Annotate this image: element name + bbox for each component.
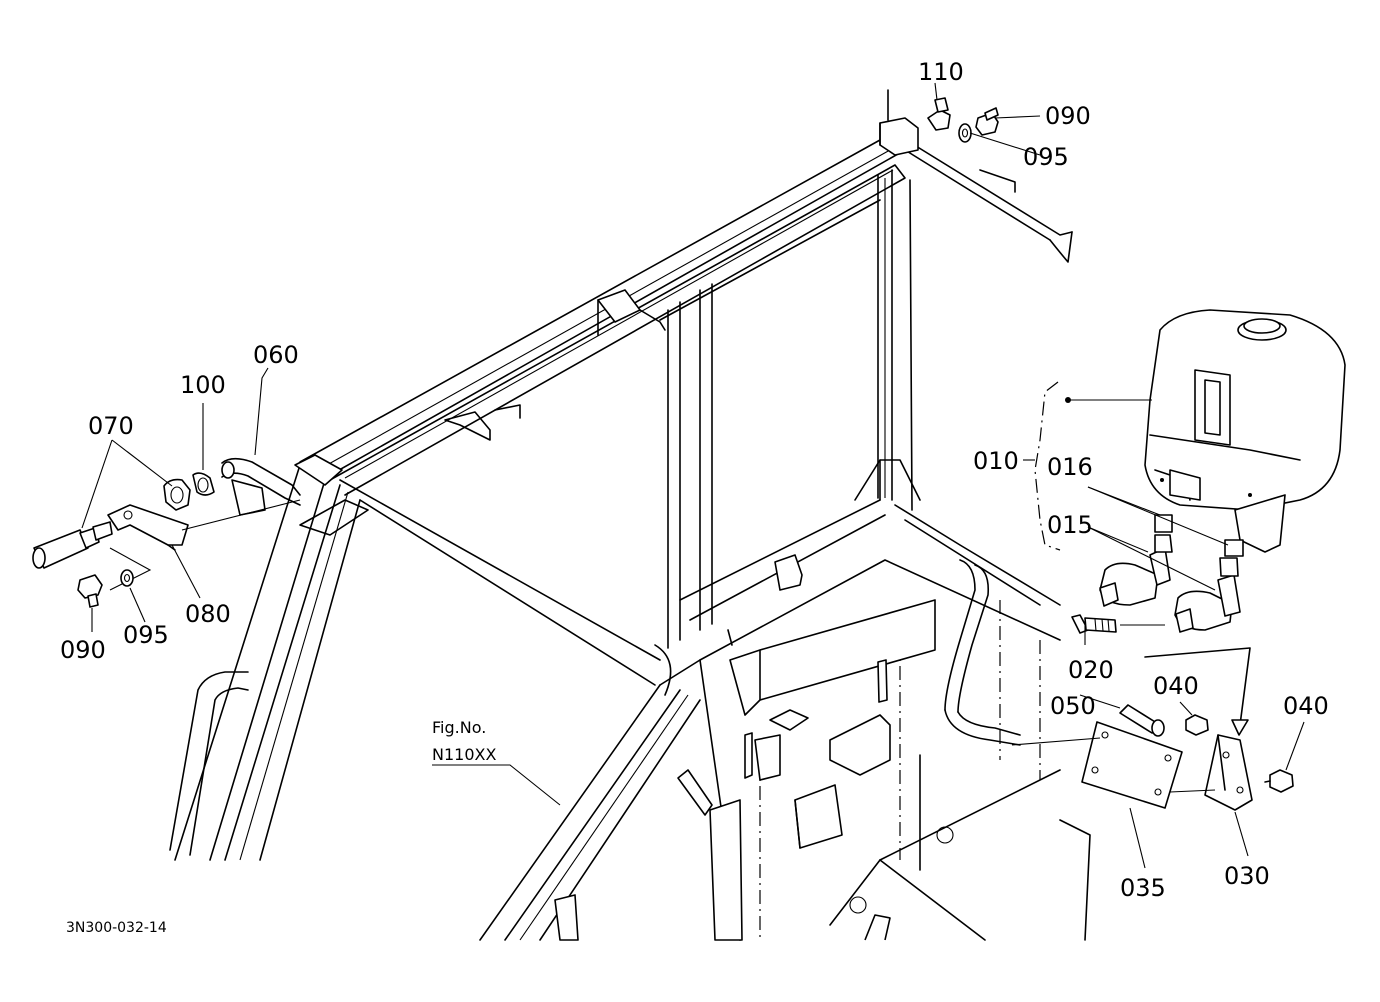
- label-070: 070: [88, 412, 134, 440]
- washer-tank-010: [1144, 309, 1346, 553]
- label-016: 016: [1047, 453, 1093, 481]
- label-090-top: 090: [1045, 102, 1091, 130]
- washer-pumps: [1071, 514, 1244, 634]
- label-080: 080: [185, 600, 231, 628]
- cab-frame: [169, 89, 1091, 941]
- label-095-left: 095: [123, 621, 169, 649]
- label-030: 030: [1224, 862, 1270, 890]
- label-040-b: 040: [1283, 692, 1329, 720]
- label-010: 010: [973, 447, 1019, 475]
- brackets: [1081, 704, 1294, 811]
- figure-reference: Fig.No. N110XX: [432, 718, 496, 764]
- label-035: 035: [1120, 874, 1166, 902]
- label-050: 050: [1050, 692, 1096, 720]
- label-040-a: 040: [1153, 672, 1199, 700]
- label-100: 100: [180, 371, 226, 399]
- label-015: 015: [1047, 511, 1093, 539]
- figure-caption: Fig.No.: [432, 718, 486, 737]
- figure-number: N110XX: [432, 745, 496, 764]
- top-hardware: [927, 97, 999, 143]
- label-110: 110: [918, 58, 964, 86]
- label-020: 020: [1068, 656, 1114, 684]
- left-rod-assembly: [32, 457, 301, 608]
- label-095-top: 095: [1023, 143, 1069, 171]
- label-060: 060: [253, 341, 299, 369]
- drawing-code: 3N300-032-14: [66, 920, 167, 936]
- leader-lines: [81, 82, 1305, 869]
- label-090-left: 090: [60, 636, 106, 664]
- part-labels: 110 090 095 060 100 070 080 090 095 010 …: [60, 58, 1329, 902]
